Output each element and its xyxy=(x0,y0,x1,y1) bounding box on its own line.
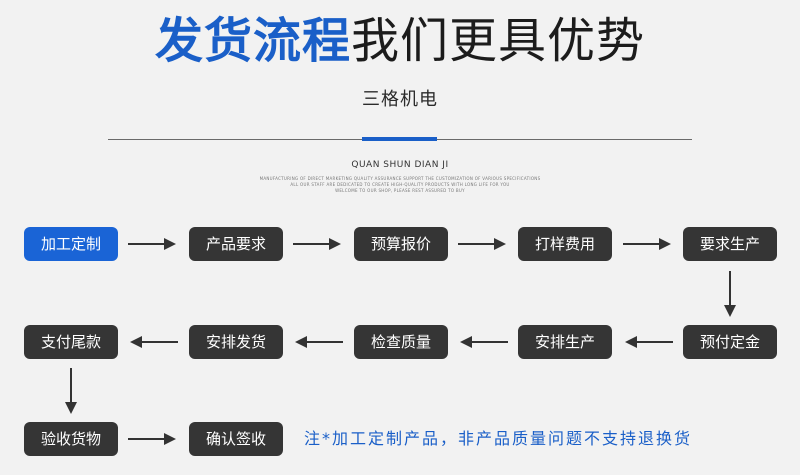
step-confirm-receipt: 确认签收 xyxy=(189,422,283,456)
brand-english-name: QUAN SHUN DIAN JI xyxy=(351,160,449,170)
step-deposit: 预付定金 xyxy=(683,325,777,359)
fine-print-line: MANUFACTURING OF DIRECT MARKETING QUALIT… xyxy=(259,176,541,181)
divider-accent xyxy=(362,137,437,141)
arrow-left-icon xyxy=(130,336,178,348)
fine-print-line: ALL OUR STAFF ARE DEDICATED TO CREATE HI… xyxy=(290,182,510,187)
arrow-right-icon xyxy=(458,238,506,250)
step-custom-processing: 加工定制 xyxy=(24,227,118,261)
title-highlight: 发货流程 xyxy=(154,13,351,69)
brand-subtitle: 三格机电 xyxy=(362,89,438,110)
step-production-request: 要求生产 xyxy=(683,227,777,261)
step-quality-check: 检查质量 xyxy=(354,325,448,359)
arrow-right-icon xyxy=(293,238,341,250)
step-accept-goods: 验收货物 xyxy=(24,422,118,456)
step-arrange-shipping: 安排发货 xyxy=(189,325,283,359)
arrow-right-icon xyxy=(128,238,176,250)
arrow-right-icon xyxy=(623,238,671,250)
step-sample-fee: 打样费用 xyxy=(518,227,612,261)
arrow-right-icon xyxy=(128,433,176,445)
fine-print-line: WELCOME TO OUR SHOP, PLEASE REST ASSURED… xyxy=(335,188,465,193)
step-budget-quote: 预算报价 xyxy=(354,227,448,261)
arrow-down-icon xyxy=(65,368,77,414)
return-policy-note: 注*加工定制产品，非产品质量问题不支持退换货 xyxy=(304,429,693,448)
title-rest: 我们更具优势 xyxy=(351,13,646,69)
page-title: 发货流程我们更具优势 xyxy=(0,8,800,74)
step-product-requirements: 产品要求 xyxy=(189,227,283,261)
arrow-left-icon xyxy=(295,336,343,348)
arrow-left-icon xyxy=(460,336,508,348)
step-arrange-production: 安排生产 xyxy=(518,325,612,359)
arrow-down-icon xyxy=(724,271,736,317)
arrow-left-icon xyxy=(625,336,673,348)
step-final-payment: 支付尾款 xyxy=(24,325,118,359)
